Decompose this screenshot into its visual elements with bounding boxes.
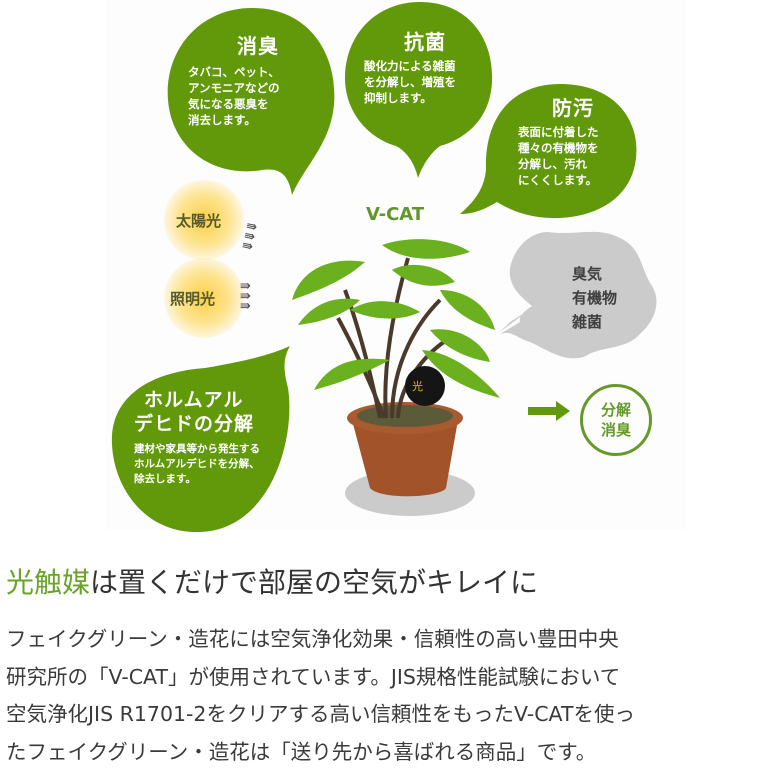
result-line-1: 分解	[600, 401, 631, 419]
result-arrow-head	[556, 401, 570, 421]
antibacterial-line-1: 酸化力による雑菌	[364, 59, 456, 73]
cloud-pointer-arrow	[500, 308, 532, 332]
lamplight-arrows-icon: ⇛⇛⇛	[240, 279, 251, 314]
antibacterial-bubble: 抗菌 酸化力による雑菌 を分解し、増殖を 抑制します。	[364, 30, 486, 106]
sunlight-label: 太陽光	[176, 212, 222, 230]
headline: 光触媒は置くだけで部屋の空気がキレイに	[6, 565, 538, 601]
formaldehyde-description: 建材や家具等から発生する ホルムアルデヒドを分解、 除去します。	[134, 442, 284, 487]
antibacterial-line-2: を分解し、増殖を	[364, 75, 456, 89]
deodorize-bubble-shape	[167, 8, 335, 195]
formaldehyde-bubble: ホルムアル デヒドの分解 建材や家具等から発生する ホルムアルデヒドを分解、 除…	[134, 388, 284, 487]
pollutant-cloud-shape	[500, 231, 657, 359]
description-line-3: 空気浄化JIS R1701-2をクリアする高い信頼性をもったV-CATを使っ	[6, 702, 635, 726]
antifouling-title: 防汚	[552, 96, 594, 120]
svg-text:光: 光	[412, 379, 423, 393]
antifouling-line-3: 分解し、汚れ	[518, 157, 587, 171]
antifouling-description: 表面に付着した 種々の有機物を 分解し、汚れ にくくします。	[518, 124, 628, 188]
headline-highlight: 光触媒	[6, 566, 91, 599]
formaldehyde-title-line-1: ホルムアル	[144, 389, 244, 411]
antifouling-bubble: 防汚 表面に付着した 種々の有機物を 分解し、汚れ にくくします。	[518, 96, 628, 188]
deodorize-description: タバコ、ペット、 アンモニアなどの 気になる悪臭を 消去します。	[188, 64, 328, 128]
result-text: 分解 消臭	[601, 400, 631, 440]
v-cat-label: V-CAT	[366, 204, 425, 225]
pollutant-organic: 有機物	[572, 289, 618, 307]
deodorize-line-1: タバコ、ペット、	[188, 65, 280, 79]
formaldehyde-bubble-shape	[111, 346, 290, 533]
pot-body	[352, 420, 458, 497]
pollutant-odor: 臭気	[572, 265, 603, 283]
pollutant-list: 臭気 有機物 雑菌	[572, 262, 617, 334]
deodorize-title: 消臭	[237, 34, 279, 58]
antibacterial-title: 抗菌	[404, 30, 446, 54]
antifouling-line-2: 種々の有機物を	[518, 141, 599, 155]
result-badge: 分解 消臭	[580, 384, 652, 456]
antifouling-bubble-shape	[460, 84, 637, 219]
lamplight-label: 照明光	[170, 290, 216, 308]
formaldehyde-line-3: 除去します。	[134, 473, 196, 485]
deodorize-line-3: 気になる悪臭を	[188, 97, 269, 111]
result-arrow-shaft	[528, 407, 556, 415]
deodorize-line-4: 消去します。	[188, 113, 256, 127]
formaldehyde-line-2: ホルムアルデヒドを分解、	[134, 458, 260, 470]
deodorize-line-2: アンモニアなどの	[188, 81, 280, 95]
bubble-shapes: 光	[111, 2, 657, 533]
pollutant-bacteria: 雑菌	[572, 313, 603, 331]
deodorize-bubble: 消臭 タバコ、ペット、 アンモニアなどの 気になる悪臭を 消去します。	[188, 34, 328, 128]
formaldehyde-line-1: 建材や家具等から発生する	[134, 443, 260, 455]
description-line-4: たフェイクグリーン・造花は「送り先から喜ばれる商品」です。	[6, 739, 597, 764]
formaldehyde-title-line-2: デヒドの分解	[134, 413, 255, 435]
sun-glow-icon	[164, 180, 244, 260]
photocatalyst-illustration: 光 消臭 タバコ、ペット、 アンモニアなどの 気になる悪臭を 消去します。 抗菌…	[111, 2, 657, 533]
antifouling-line-1: 表面に付着した	[518, 125, 599, 139]
result-line-2: 消臭	[600, 421, 631, 439]
antifouling-line-4: にくくします。	[518, 173, 598, 187]
v-cat-tag	[405, 366, 445, 406]
description-line-2: 研究所の「V-CAT」が使用されています。JIS規格性能試験において	[6, 664, 621, 689]
antibacterial-line-3: 抑制します。	[364, 91, 432, 105]
plant-leaves	[292, 239, 500, 398]
pot-soil	[357, 405, 453, 427]
light-glow-icon	[164, 258, 244, 338]
antibacterial-bubble-shape	[345, 2, 493, 178]
antibacterial-description: 酸化力による雑菌 を分解し、増殖を 抑制します。	[364, 58, 486, 106]
description-paragraph: フェイクグリーン・造花には空気浄化効果・信頼性の高い豊田中央 研究所の「V-CA…	[6, 621, 776, 771]
description-line-1: フェイクグリーン・造花には空気浄化効果・信頼性の高い豊田中央	[6, 627, 619, 651]
headline-rest: は置くだけで部屋の空気がキレイに	[90, 566, 539, 599]
